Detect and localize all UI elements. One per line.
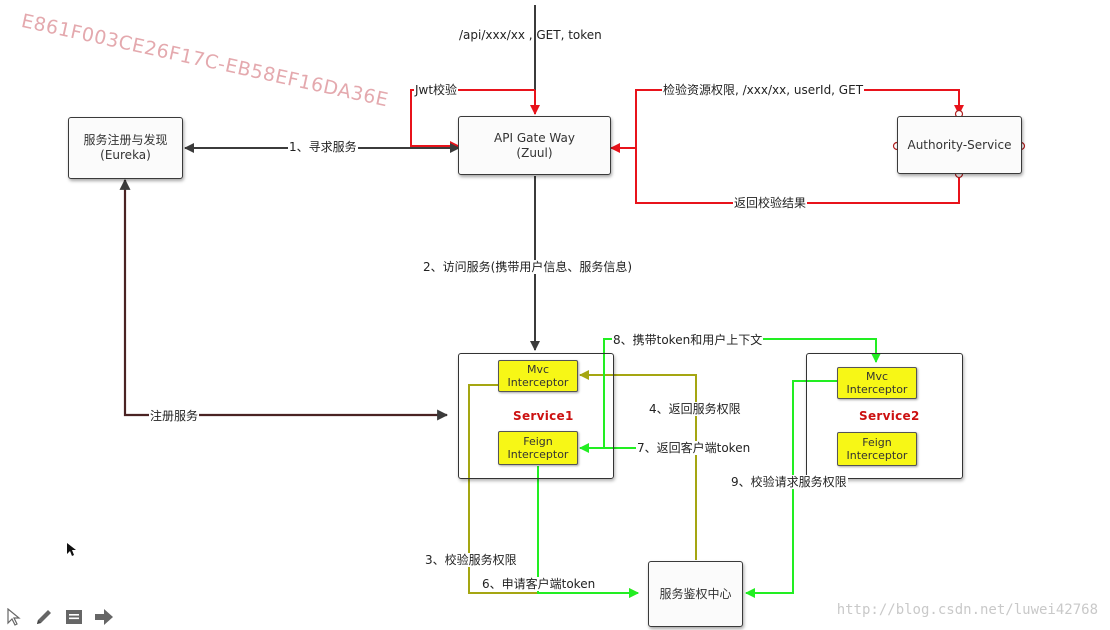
step8-arrow <box>580 338 881 449</box>
step6-label: 6、申请客户端token <box>481 577 597 591</box>
service1-feign-line1: Feign <box>523 435 553 448</box>
service1-mvc-interceptor[interactable]: Mvc Interceptor <box>498 360 578 392</box>
authority-return-arrow <box>610 143 960 204</box>
note-icon[interactable] <box>62 605 86 629</box>
step3-label: 3、校验服务权限 <box>424 553 518 567</box>
blog-url: http://blog.csdn.net/luwei42768 <box>836 602 1098 618</box>
service2-feign-line1: Feign <box>862 436 892 449</box>
service1-mvc-line2: Interceptor <box>507 376 569 389</box>
arrow-right-icon[interactable] <box>92 605 116 629</box>
authority-service-label: Authority-Service <box>907 137 1012 152</box>
step8-label: 8、携带token和用户上下文 <box>612 333 764 347</box>
service2-feign-line2: Interceptor <box>846 449 908 462</box>
step1-label: 1、寻求服务 <box>288 140 358 154</box>
service1-feign-interceptor[interactable]: Feign Interceptor <box>498 431 578 465</box>
service2-feign-interceptor[interactable]: Feign Interceptor <box>837 432 917 466</box>
service2-mvc-interceptor[interactable]: Mvc Interceptor <box>837 367 917 399</box>
annotation-toolbar <box>2 605 116 629</box>
step4-label: 4、返回服务权限 <box>648 402 742 416</box>
service1-mvc-line1: Mvc <box>526 363 550 376</box>
step2-label: 2、访问服务(携带用户信息、服务信息) <box>422 260 633 274</box>
eureka-box-subtitle: (Eureka) <box>100 148 151 162</box>
service2-container[interactable] <box>806 353 963 479</box>
return-result-label: 返回校验结果 <box>733 196 808 210</box>
eureka-box-title: 服务注册与发现 <box>83 133 168 147</box>
step4-arrow <box>579 370 697 560</box>
service2-mvc-line2: Interceptor <box>846 383 908 396</box>
service1-container[interactable] <box>458 353 614 479</box>
cursor-icon[interactable] <box>2 605 26 629</box>
service1-title: Service1 <box>513 409 574 423</box>
authority-service-box[interactable]: Authority-Service <box>897 116 1022 174</box>
pencil-icon[interactable] <box>32 605 56 629</box>
service2-title: Service2 <box>859 409 920 423</box>
gateway-box-title: API Gate Way <box>494 130 575 145</box>
mouse-cursor-icon <box>67 543 76 556</box>
eureka-box[interactable]: 服务注册与发现 (Eureka) <box>68 117 183 179</box>
auth-center-label: 服务鉴权中心 <box>659 586 732 601</box>
gateway-box[interactable]: API Gate Way (Zuul) <box>458 116 611 175</box>
step9-label: 9、校验请求服务权限 <box>730 475 848 489</box>
check-permission-label: 检验资源权限, /xxx/xx, userId, GET <box>662 83 865 97</box>
register-label: 注册服务 <box>149 409 200 423</box>
step7-label: 7、返回客户端token <box>636 441 752 455</box>
step6-arrow <box>537 466 639 598</box>
service1-feign-line2: Interceptor <box>507 448 569 461</box>
request-label: /api/xxx/xx , GET, token <box>459 28 602 42</box>
service2-mvc-line1: Mvc <box>865 370 889 383</box>
gateway-box-subtitle: (Zuul) <box>516 145 553 160</box>
jwt-label: Jwt校验 <box>414 83 459 97</box>
register-arrow <box>119 178 449 421</box>
auth-center-box[interactable]: 服务鉴权中心 <box>648 561 743 627</box>
